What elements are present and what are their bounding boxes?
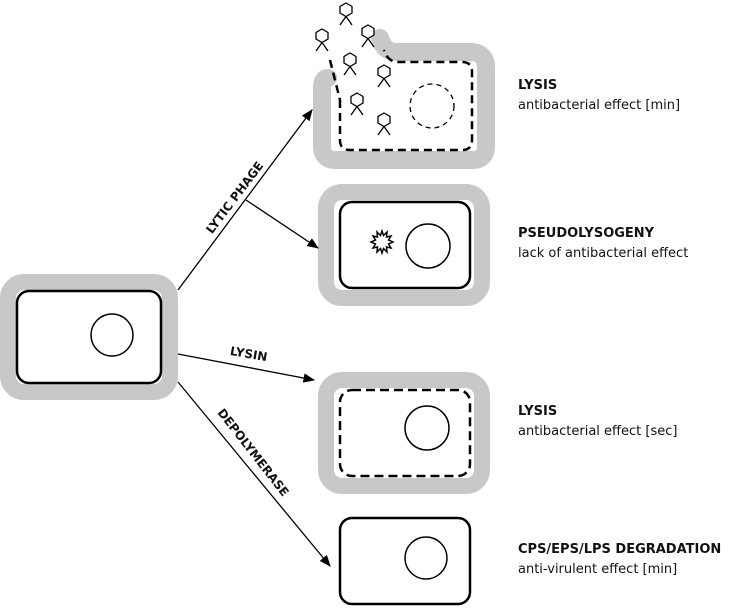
outcome-title: LYSIS (518, 404, 558, 419)
source-bacterium (0, 274, 178, 400)
lytic-phage-label: LYTIC PHAGE (203, 159, 266, 236)
outcome-title: PSEUDOLYSOGENY (518, 226, 655, 241)
outcome-subtitle: lack of antibacterial effect (518, 245, 689, 261)
phage-icon (350, 92, 364, 116)
depolymerase-label: DEPOLYMERASE (215, 406, 292, 499)
outcome-title: CPS/EPS/LPS DEGRADATION (518, 542, 722, 557)
outcome-subtitle: antibacterial effect [min] (518, 97, 681, 113)
degraded-capsule-cell (338, 516, 472, 606)
phage-icon (343, 52, 357, 76)
outcome-title: LYSIS (518, 78, 558, 93)
phage-icon (315, 28, 329, 52)
phage-icon (361, 24, 375, 48)
lysed-cell-phage (313, 2, 495, 169)
lysin-arrow (177, 353, 316, 383)
pseudolysogeny-arrow (245, 199, 319, 249)
outcome-label-1: LYSIS antibacterial effect [min] (518, 76, 680, 115)
depolymerase-arrow (177, 381, 331, 567)
ruptured-wall-fragment (328, 59, 342, 101)
outcome-label-4: CPS/EPS/LPS DEGRADATION anti-virulent ef… (518, 540, 721, 579)
outcome-subtitle: anti-virulent effect [min] (518, 561, 678, 577)
phage-icon (377, 112, 391, 136)
lysin-label: LYSIN (229, 344, 268, 364)
lysed-cell-lysin (318, 372, 490, 494)
outcome-label-2: PSEUDOLYSOGENY lack of antibacterial eff… (518, 224, 688, 263)
degraded-nucleoid (409, 83, 455, 129)
lytic-phage-arrow (177, 109, 313, 291)
outcome-label-3: LYSIS antibacterial effect [sec] (518, 402, 677, 441)
phage-icon (339, 2, 353, 26)
outcome-subtitle: antibacterial effect [sec] (518, 423, 678, 439)
pseudolysogeny-cell (318, 184, 490, 306)
starburst-icon (369, 228, 395, 256)
phage-icon (377, 64, 391, 88)
